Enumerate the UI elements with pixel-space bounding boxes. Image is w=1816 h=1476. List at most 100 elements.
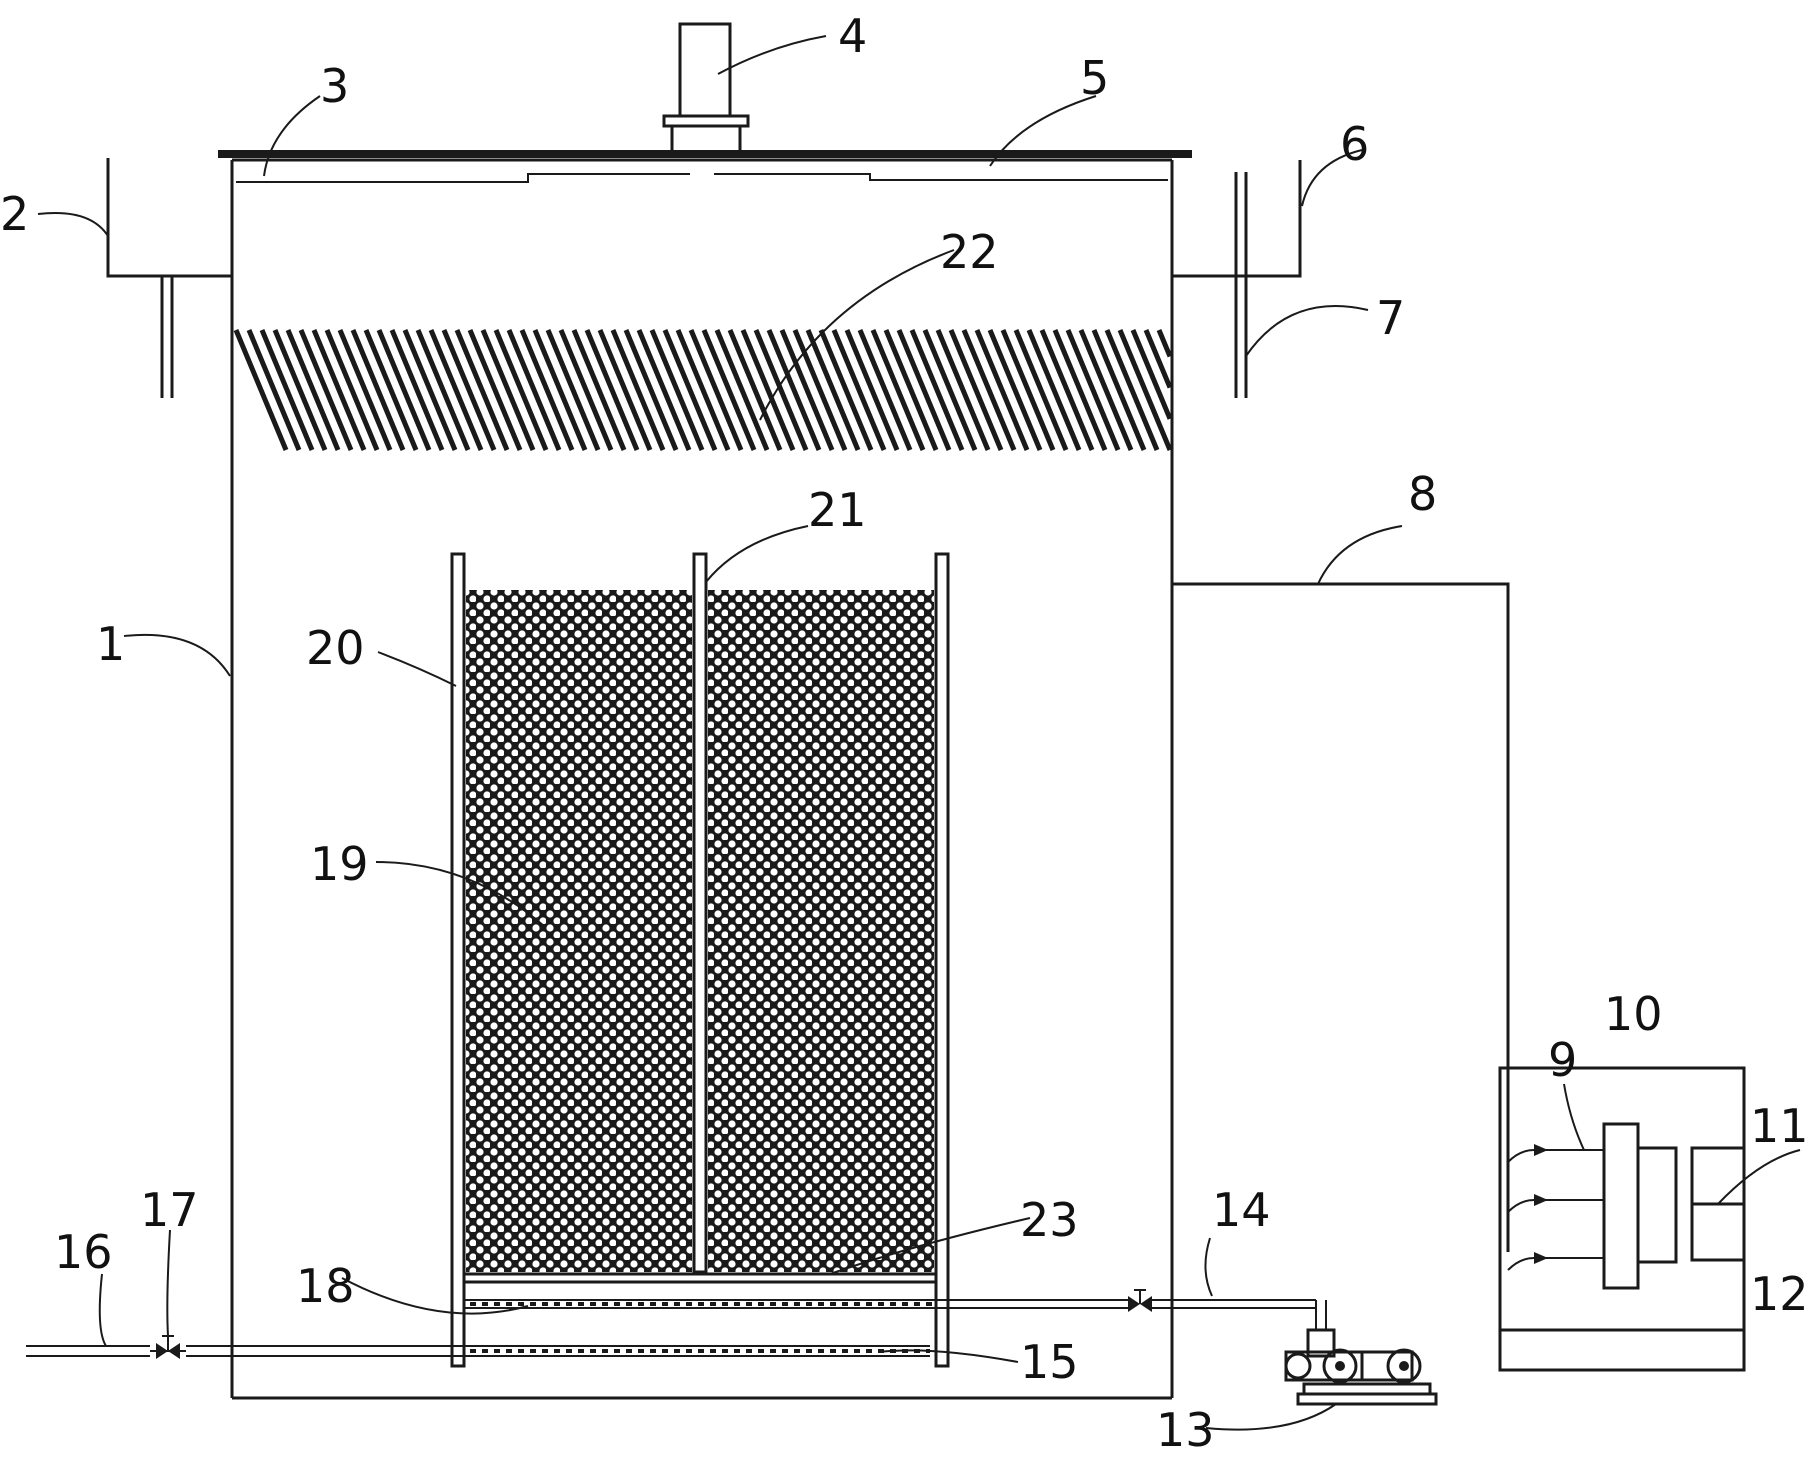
settler-plate <box>246 329 302 451</box>
label-14: 14 <box>1212 1183 1271 1237</box>
settler-plate <box>558 329 614 451</box>
settler-plate <box>831 329 887 451</box>
label-23: 23 <box>1020 1193 1079 1247</box>
settler-plate <box>623 329 679 451</box>
settler-plate <box>727 329 783 451</box>
air-blower <box>1284 1328 1438 1406</box>
settler-plate <box>662 329 718 451</box>
aeration-line <box>464 1299 1327 1330</box>
label-3: 3 <box>320 59 349 113</box>
settler-plate <box>493 329 549 451</box>
label-20: 20 <box>306 621 365 675</box>
label-7: 7 <box>1376 291 1405 345</box>
label-15: 15 <box>1020 1335 1079 1389</box>
settler-plate <box>909 329 965 451</box>
drain-line <box>26 1345 930 1357</box>
settler-plate <box>818 329 874 451</box>
overflow-trough-right <box>1172 160 1302 398</box>
packing-media <box>466 590 934 1272</box>
label-11: 11 <box>1750 1099 1809 1153</box>
label-13: 13 <box>1156 1403 1215 1457</box>
settler-plate <box>363 329 419 451</box>
monitoring-meter <box>1602 1122 1678 1290</box>
settler-plate <box>324 329 380 451</box>
settler-plate <box>337 329 393 451</box>
settler-plate <box>1130 329 1173 420</box>
label-17: 17 <box>140 1183 199 1237</box>
settler-plate <box>636 329 692 451</box>
air-valve <box>1128 1289 1152 1312</box>
settler-plate <box>233 329 289 451</box>
settler-plate <box>870 329 926 451</box>
settler-plate <box>1039 329 1095 451</box>
label-2: 2 <box>0 187 29 241</box>
settler-plate <box>1065 329 1121 451</box>
label-8: 8 <box>1408 467 1437 521</box>
label-10: 10 <box>1604 987 1663 1041</box>
settler-plate <box>467 329 523 451</box>
settler-plate <box>753 329 809 451</box>
settler-plate <box>454 329 510 451</box>
settler-plate <box>1104 329 1160 451</box>
settler-plate <box>688 329 744 451</box>
settler-plate <box>1143 329 1173 389</box>
settler-plate <box>259 329 315 451</box>
settler-plate <box>584 329 640 451</box>
settler-plate <box>1117 329 1173 451</box>
tank-body <box>230 158 1174 1400</box>
label-4: 4 <box>838 9 867 63</box>
settler-plate <box>441 329 497 451</box>
settler-plate <box>805 329 861 451</box>
settler-plate <box>597 329 653 451</box>
label-21: 21 <box>808 483 867 537</box>
settler-plate <box>532 329 588 451</box>
settler-plate <box>740 329 796 451</box>
settler-plate <box>272 329 328 451</box>
signal-cable <box>1172 582 1510 1252</box>
settler-plate <box>1000 329 1056 451</box>
inclined-plate-settler <box>233 329 1173 451</box>
sensor-probes <box>1507 1144 1604 1271</box>
settler-plate <box>428 329 484 451</box>
label-16: 16 <box>54 1225 113 1279</box>
drain-valve <box>156 1335 180 1359</box>
settler-plate <box>792 329 848 451</box>
settler-plate <box>961 329 1017 451</box>
settler-plate <box>1026 329 1082 451</box>
settler-plate <box>649 329 705 451</box>
settler-plate <box>883 329 939 451</box>
settler-plate <box>350 329 406 451</box>
label-5: 5 <box>1080 51 1109 105</box>
motor <box>662 22 750 154</box>
label-6: 6 <box>1340 117 1369 171</box>
settler-plate <box>311 329 367 451</box>
settler-plate <box>376 329 432 451</box>
settler-plate <box>987 329 1043 451</box>
settler-plate <box>844 329 900 451</box>
settler-plate <box>389 329 445 451</box>
settler-plate <box>480 329 536 451</box>
label-9: 9 <box>1548 1033 1577 1087</box>
tank-lid <box>218 150 1192 183</box>
label-18: 18 <box>296 1259 355 1313</box>
settler-plate <box>1091 329 1147 451</box>
settler-plate <box>402 329 458 451</box>
label-19: 19 <box>310 837 369 891</box>
settler-plate <box>285 329 341 451</box>
settler-plate <box>857 329 913 451</box>
control-box <box>1498 1066 1746 1372</box>
settler-plate <box>896 329 952 451</box>
label-22: 22 <box>940 225 999 279</box>
settler-plate <box>779 329 835 451</box>
label-1: 1 <box>96 617 125 671</box>
settler-plate <box>714 329 770 451</box>
settler-plate <box>298 329 354 451</box>
settler-plate <box>1156 329 1173 358</box>
settler-plate <box>974 329 1030 451</box>
settler-plate <box>948 329 1004 451</box>
settler-plate <box>610 329 666 451</box>
label-12: 12 <box>1750 1267 1809 1321</box>
part-labels: 2 3 4 5 6 7 8 22 21 1 20 19 23 18 15 16 … <box>0 9 1809 1457</box>
